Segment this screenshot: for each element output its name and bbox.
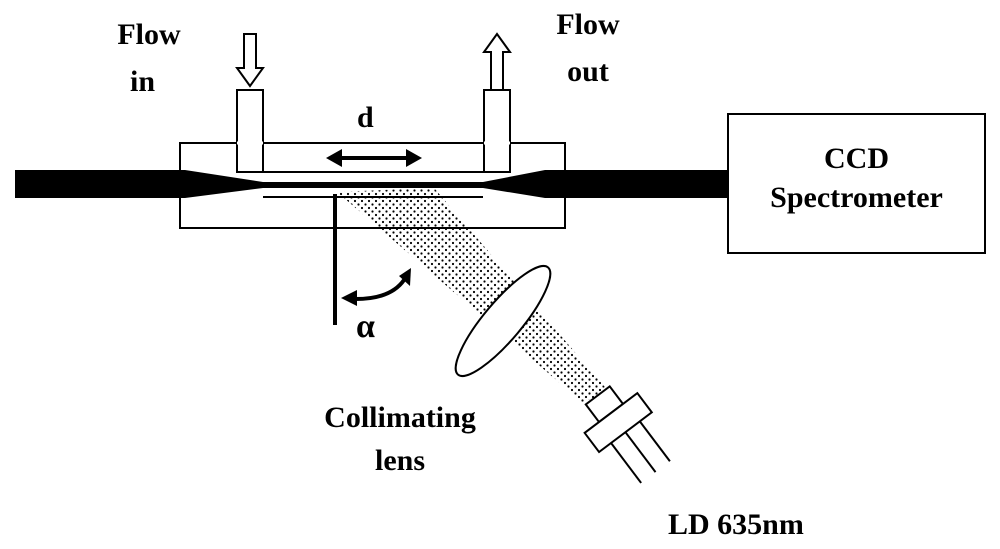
flow-out-label-line2: out xyxy=(567,55,609,88)
flow-in-arrow-icon xyxy=(235,33,265,88)
laser-diode-label: LD 635nm xyxy=(668,508,804,541)
spectrometer-label: CCD Spectrometer xyxy=(728,142,985,214)
inlet-tube xyxy=(236,89,264,173)
angle-arc xyxy=(341,268,411,306)
ccd-spectrometer-box xyxy=(727,113,986,254)
distance-label: d xyxy=(357,101,374,134)
laser-diode xyxy=(583,385,671,484)
collimating-lens-label: Collimating lens xyxy=(300,401,500,477)
tapered-optical-fiber xyxy=(15,170,728,198)
flow-out-label-line1: Flow xyxy=(556,8,620,41)
flow-in-label: Flow in xyxy=(108,18,190,98)
collimating-lens-label-line2: lens xyxy=(374,444,425,477)
collimating-lens xyxy=(454,265,552,377)
outlet-tube xyxy=(483,89,511,173)
collimating-lens-label-line1: Collimating xyxy=(324,401,476,434)
laser-beam xyxy=(337,188,610,402)
flow-in-label-line2: in xyxy=(130,65,156,98)
flow-in-label-line1: Flow xyxy=(117,18,181,51)
flow-out-arrow-icon xyxy=(482,32,512,91)
spectrometer-label-line1: CCD xyxy=(824,142,889,175)
flow-out-label: Flow out xyxy=(546,8,630,88)
spectrometer-label-line2: Spectrometer xyxy=(770,181,943,214)
angle-label: α xyxy=(356,308,375,345)
distance-arrow xyxy=(326,149,422,167)
